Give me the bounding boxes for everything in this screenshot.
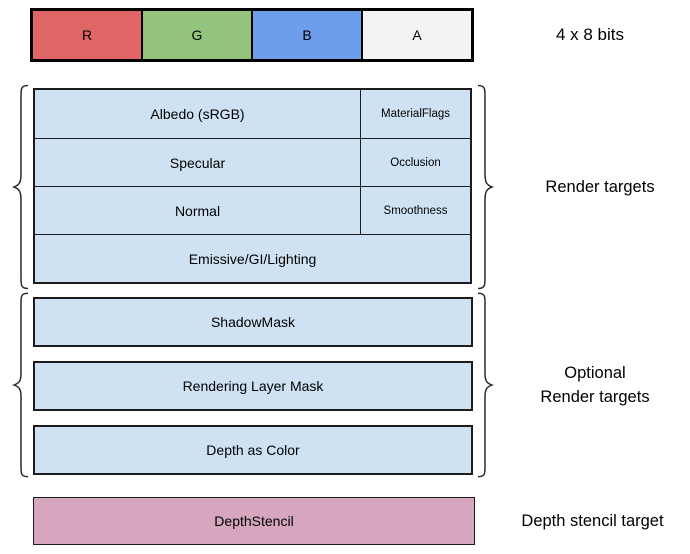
optional-label-line1: Optional <box>564 364 626 382</box>
bits-caption: 4 x 8 bits <box>555 25 625 44</box>
rgba-format-bar: R G B A <box>30 8 474 62</box>
left-brace-icon <box>12 84 30 290</box>
box-depth-as-color: Depth as Color <box>33 425 473 475</box>
render-targets-table: Albedo (sRGB) MaterialFlags Specular Occ… <box>33 88 472 284</box>
right-brace-icon <box>476 292 494 478</box>
cell-albedo: Albedo (sRGB) <box>150 106 245 122</box>
right-brace-icon <box>476 84 494 290</box>
cell-materialflags: MaterialFlags <box>360 90 470 138</box>
box-depthstencil: DepthStencil <box>33 497 475 545</box>
cell-smoothness: Smoothness <box>360 187 470 234</box>
table-row: Emissive/GI/Lighting <box>35 234 470 282</box>
cell-normal: Normal <box>174 202 221 219</box>
depth-stencil-target-label: Depth stencil target <box>521 512 664 530</box>
table-row: Specular Occlusion <box>35 138 470 186</box>
box-shadowmask: ShadowMask <box>33 297 473 347</box>
channel-cell-g: G <box>141 11 251 59</box>
box-rendering-layer-mask: Rendering Layer Mask <box>33 361 473 411</box>
table-row: Normal Smoothness <box>35 186 470 234</box>
optional-label-line2: Render targets <box>540 388 650 406</box>
left-brace-icon <box>12 292 30 478</box>
table-row: Albedo (sRGB) MaterialFlags <box>35 90 470 138</box>
channel-cell-r: R <box>33 11 141 59</box>
optional-render-targets-label: Optional Render targets <box>500 292 690 478</box>
cell-emissive: Emissive/GI/Lighting <box>188 250 317 267</box>
render-targets-label: Render targets <box>545 178 655 196</box>
cell-specular: Specular <box>169 154 226 171</box>
cell-occlusion: Occlusion <box>360 139 470 186</box>
channel-cell-a: A <box>361 11 471 59</box>
channel-cell-b: B <box>251 11 361 59</box>
